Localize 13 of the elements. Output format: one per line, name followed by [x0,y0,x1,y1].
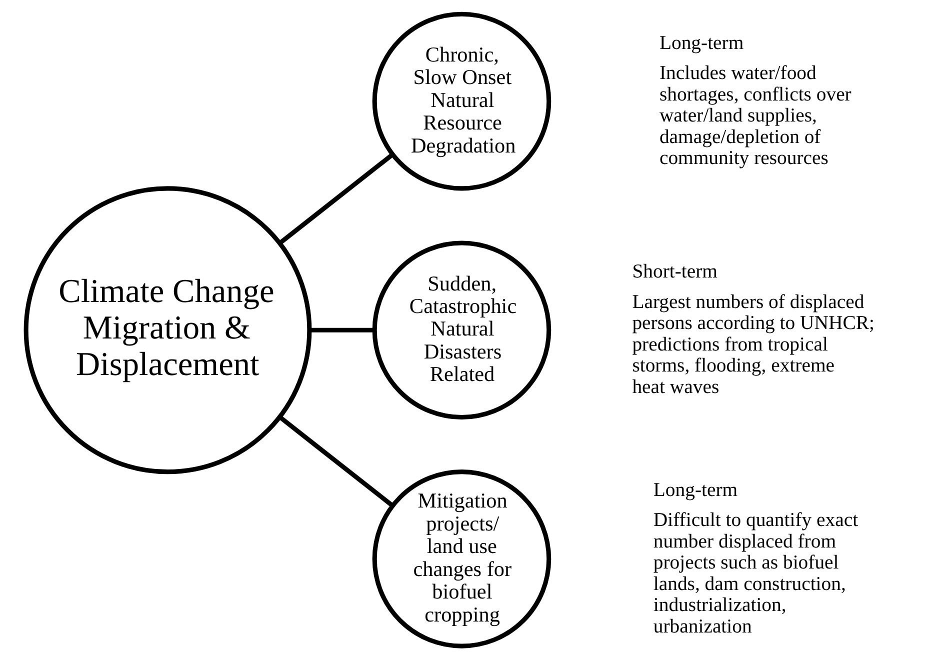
node-circle: Climate Change Migration & Displacement [24,186,312,474]
node-circle: Sudden, Catastrophic Natural Disasters Related [372,240,552,420]
node-circle: Chronic, Slow Onset Natural Resource Degradation [372,12,552,191]
connector [278,415,394,508]
node-label: Difficult to quantify exact number displaced from projects such as biofuel lands, dam construction, industrialization, urbanization [653,509,858,638]
connector [310,328,374,332]
node-label: Long-term [659,32,744,54]
node-label: Largest numbers of displaced persons according to UNHCR; predictions from tropical storms, flooding, extreme heat waves [632,290,874,398]
node-label: Includes water/food shortages, conflicts over water/land supplies, damage/depletion of community resources [659,62,852,170]
node-label: Short-term [632,260,718,283]
connector [278,152,394,245]
node-label: Long-term [653,478,738,501]
node-circle: Mitigation projects/ land use changes for biofuel cropping [372,470,552,648]
